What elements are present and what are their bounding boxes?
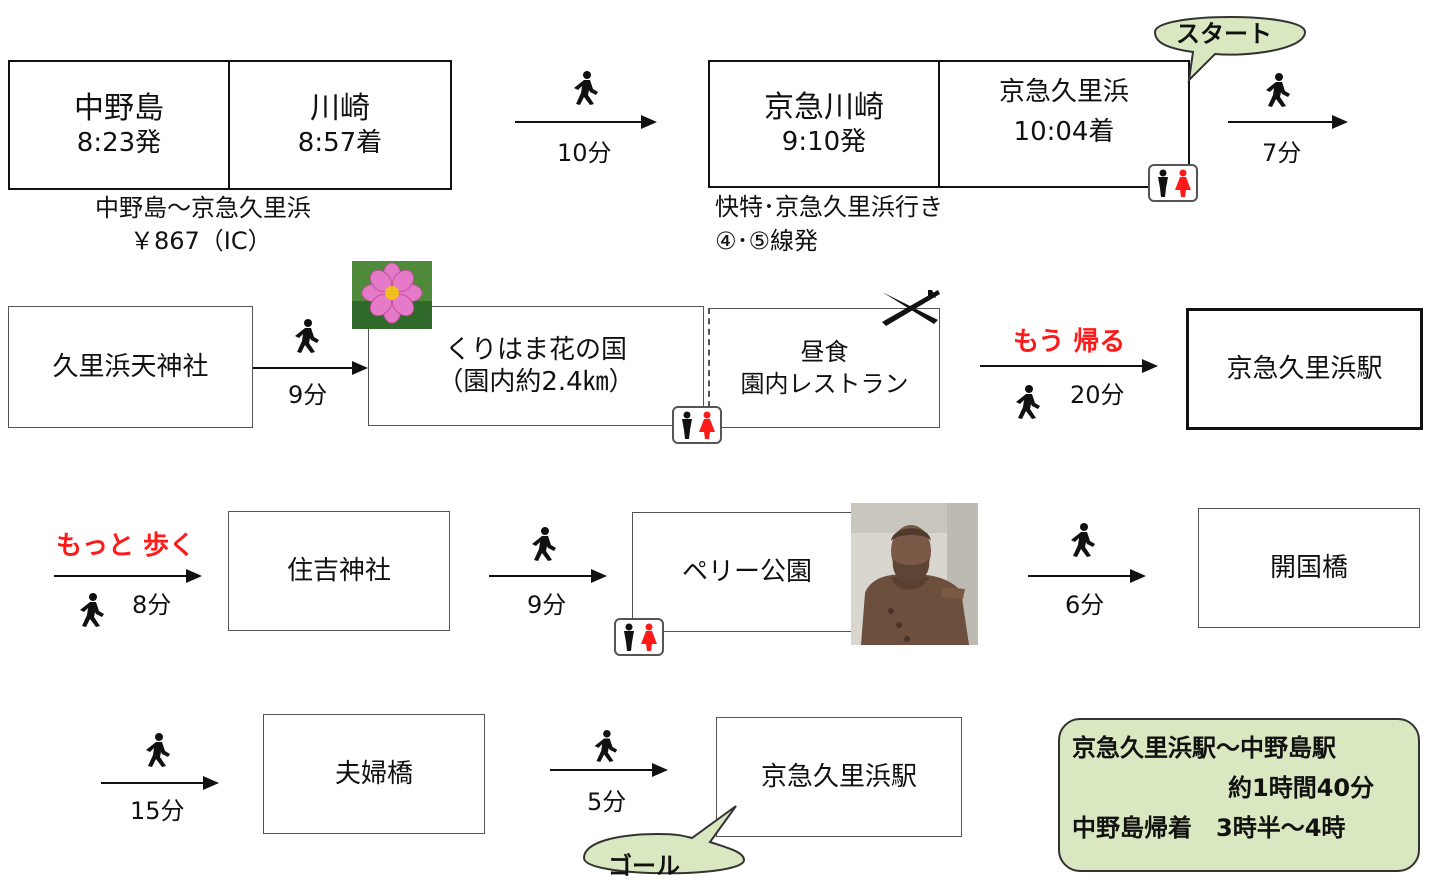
spot-box-kurihama-hananokuni: くりはま花の国 （園内約2.4㎞）	[368, 306, 704, 426]
summary-duration: 約1時間40分	[1228, 774, 1375, 802]
walker-icon	[590, 730, 620, 762]
walk-time: 10分	[557, 139, 612, 167]
goal-bubble	[582, 805, 746, 875]
walk-time: 15分	[130, 797, 185, 825]
spot-name: 夫婦橋	[334, 759, 413, 789]
walker-icon	[291, 318, 321, 354]
station-name: 中野島	[74, 91, 164, 126]
platform-note: ④･⑤線発	[715, 227, 819, 255]
walk-time: 20分	[1070, 381, 1125, 409]
walk-time: 8分	[132, 591, 172, 619]
station-box-keikyu-kurihama-eki: 京急久里浜駅	[1186, 308, 1423, 430]
station-box-keikyu-kawasaki: 京急川崎 9:10発	[708, 60, 940, 188]
spot-box-kurihama-tenjinsha: 久里浜天神社	[8, 306, 253, 428]
restroom-icon	[1148, 164, 1198, 202]
arrow	[253, 361, 368, 375]
station-name: 京急久里浜駅	[760, 762, 917, 792]
walk-time: 9分	[527, 591, 567, 619]
spot-box-perry-park: ペリー公園	[632, 512, 862, 632]
option-go-home: もう 帰る	[1013, 327, 1126, 357]
summary-arrival: 中野島帰着 3時半～4時	[1072, 814, 1346, 842]
arrow	[550, 763, 668, 777]
station-name: 川崎	[310, 91, 370, 126]
spot-name: くりはま花の国	[444, 335, 627, 365]
spot-box-sumiyoshi-jinja: 住吉神社	[228, 511, 450, 631]
arrow	[1228, 115, 1348, 129]
fare-amount: ￥867（IC）	[130, 227, 272, 255]
arrow	[54, 569, 202, 583]
walker-icon	[1262, 72, 1292, 108]
station-box-keikyu-kurihama-goal: 京急久里浜駅	[716, 717, 962, 837]
lunch-box: 昼食 園内レストラン	[708, 308, 940, 428]
station-name: 京急川崎	[764, 90, 884, 125]
summary-route: 京急久里浜駅～中野島駅	[1072, 734, 1336, 762]
start-bubble	[1153, 16, 1307, 83]
spot-name: ペリー公園	[681, 557, 812, 587]
departure-time: 8:23発	[76, 128, 162, 158]
arrival-time: 10:04着	[1013, 117, 1115, 147]
arrow	[101, 776, 219, 790]
start-label: スタート	[1176, 20, 1272, 48]
walker-icon	[142, 732, 172, 768]
walker-icon	[570, 70, 600, 106]
arrow	[980, 359, 1158, 373]
walk-time: 6分	[1065, 591, 1105, 619]
option-walk-more: もっと 歩く	[56, 531, 196, 561]
train-note: 快特･京急久里浜行き	[715, 193, 943, 221]
goal-label: ゴール	[608, 852, 680, 880]
walker-icon	[1012, 384, 1042, 420]
restroom-icon	[614, 618, 664, 656]
spot-name: 久里浜天神社	[52, 352, 209, 382]
spot-subtitle: （園内約2.4㎞）	[437, 367, 635, 397]
fare-route: 中野島～京急久里浜	[95, 194, 311, 222]
arrow	[489, 569, 607, 583]
walk-time: 7分	[1262, 139, 1302, 167]
station-box-kawasaki: 川崎 8:57着	[228, 60, 452, 190]
lunch-place: 園内レストラン	[740, 370, 909, 398]
spot-name: 開国橋	[1269, 553, 1348, 583]
station-name: 京急久里浜	[998, 77, 1129, 107]
spot-box-kaikoku-bashi: 開国橋	[1198, 508, 1420, 628]
lunch-label: 昼食	[800, 338, 849, 366]
arrow	[515, 115, 657, 129]
walker-icon	[1067, 522, 1097, 558]
cutlery-icon	[882, 290, 940, 326]
perry-statue-photo	[851, 503, 978, 645]
arrow	[1028, 569, 1146, 583]
arrival-time: 8:57着	[297, 128, 383, 158]
departure-time: 9:10発	[781, 127, 867, 157]
walk-time: 9分	[288, 381, 328, 409]
cosmos-flower-photo	[352, 261, 432, 329]
walk-time: 5分	[587, 788, 627, 816]
station-box-nakanoshima: 中野島 8:23発	[8, 60, 230, 190]
spot-name: 住吉神社	[286, 556, 391, 586]
spot-box-meoto-bashi: 夫婦橋	[263, 714, 485, 834]
return-summary: 京急久里浜駅～中野島駅 約1時間40分 中野島帰着 3時半～4時	[1058, 718, 1420, 872]
walker-icon	[76, 592, 106, 628]
station-name: 京急久里浜駅	[1226, 354, 1383, 384]
walker-icon	[528, 526, 558, 562]
restroom-icon	[672, 406, 722, 444]
